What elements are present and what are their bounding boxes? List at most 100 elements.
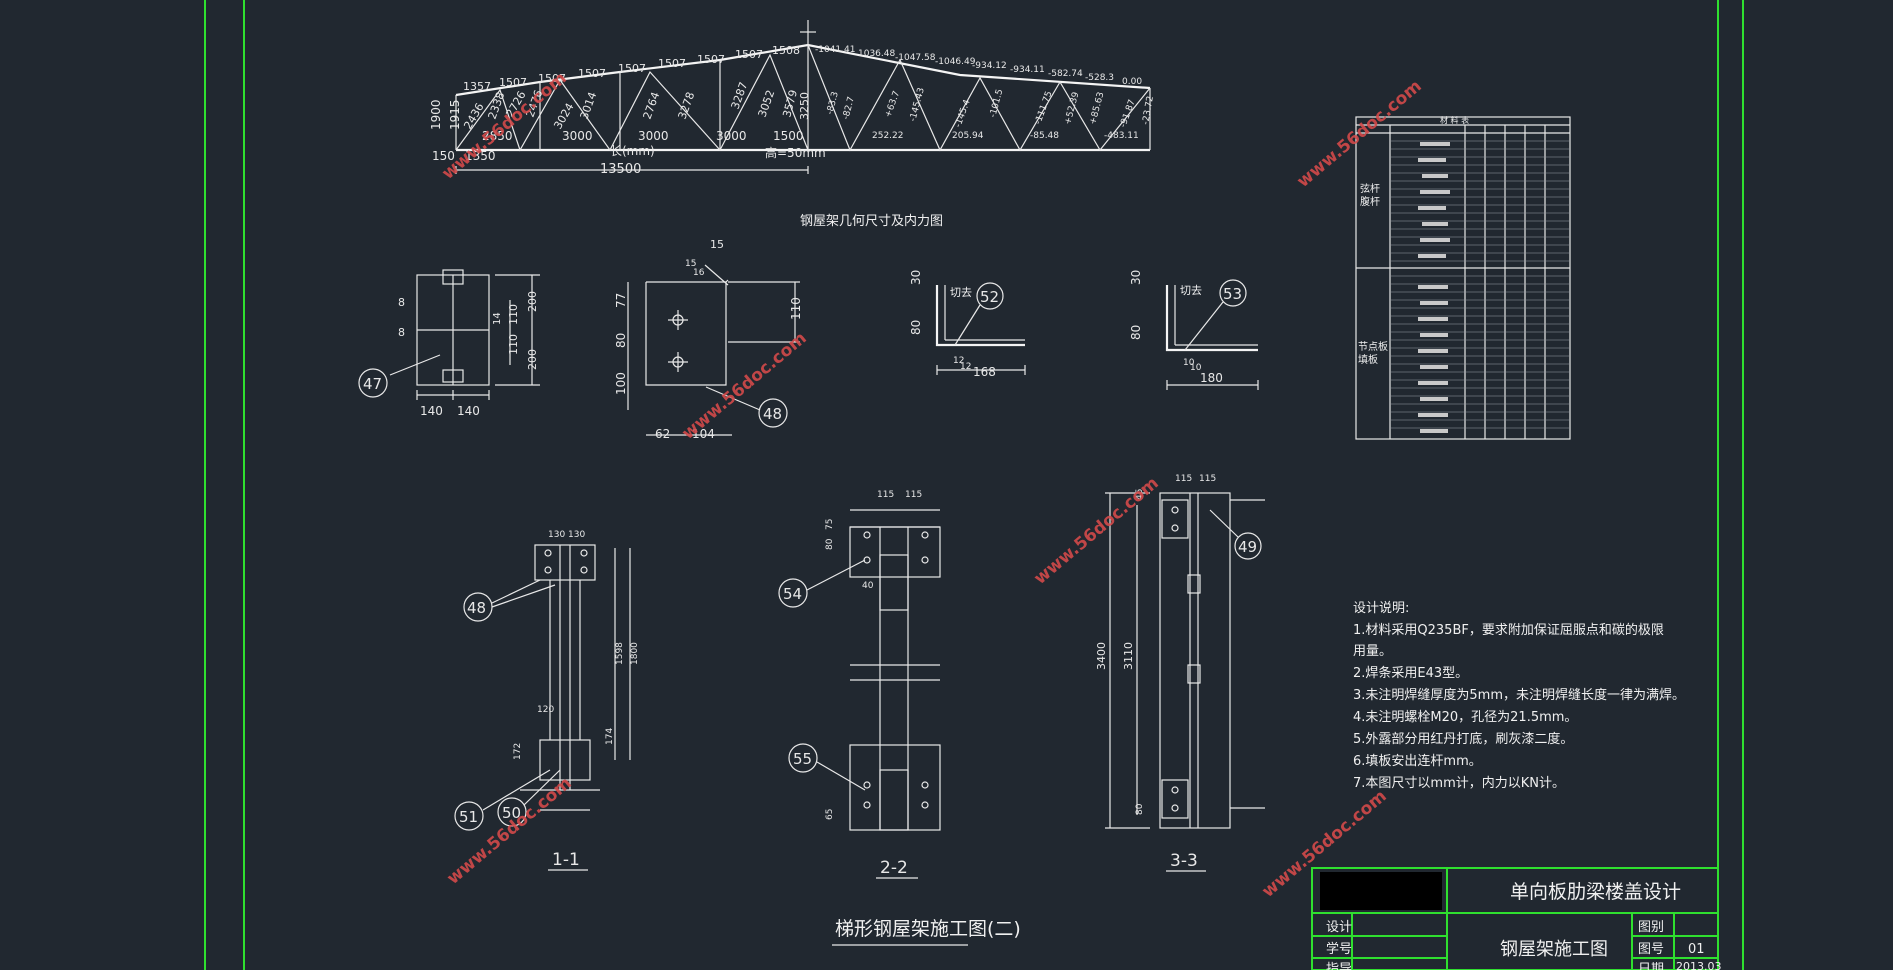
note-line: 2.焊条采用E43型。 xyxy=(1353,665,1468,681)
material-table: 材 料 表 弦杆腹杆 节点板填板 xyxy=(1355,115,1571,440)
part47-dim: 110 xyxy=(507,334,520,355)
balloon-54: 54 xyxy=(783,585,802,603)
balloon-48-section: 48 xyxy=(467,599,486,617)
truss-force-top: -1046.49 xyxy=(935,57,976,67)
truss-force-top: -934.11 xyxy=(1010,65,1045,75)
section-1-1: 48 51 50 130 130 1800 1598 120 172 174 1… xyxy=(454,530,640,871)
s11-dim: 120 xyxy=(537,705,554,715)
notes-heading: 设计说明: xyxy=(1353,601,1409,616)
balloon-55: 55 xyxy=(793,750,812,768)
truss-bottom-length: 3000 xyxy=(638,129,669,143)
note-line: 5.外露部分用红丹打底，刷灰漆二度。 xyxy=(1353,731,1573,747)
truss-top-length: 1507 xyxy=(538,72,566,85)
drawing-title: 梯形钢屋架施工图(二) xyxy=(835,918,1021,940)
part53-dim: 10 xyxy=(1183,358,1195,368)
material-table-title: 材 料 表 xyxy=(1440,115,1469,125)
part47-dim: 200 xyxy=(526,291,539,312)
part52-dim: 12 xyxy=(953,356,964,366)
truss-left-offset: 1350 xyxy=(465,149,496,163)
truss-unit-note: 长(mm) xyxy=(610,144,655,158)
truss-web-length: 3024 xyxy=(551,101,576,132)
note-line: 6.填板安出连杆mm。 xyxy=(1353,753,1482,769)
truss-web-length: 2764 xyxy=(641,90,663,121)
part47-dim: 110 xyxy=(507,304,520,325)
s11-dim: 174 xyxy=(605,728,615,745)
truss-diagram: 1357 1507 1507 1507 1507 1507 1507 1507 … xyxy=(429,20,1156,229)
s22-dim: 40 xyxy=(862,581,874,591)
truss-bottom-length: 1500 xyxy=(773,129,804,143)
truss-top-length: 1507 xyxy=(697,53,725,66)
part48-dim: 80 xyxy=(614,333,628,348)
s33-dim: 115 xyxy=(1175,474,1192,484)
part52-dim: 12 xyxy=(960,362,971,372)
part-52-detail: 52 切去 30 80 168 12 12 xyxy=(909,270,1026,379)
s22-dim: 115 xyxy=(905,490,922,500)
section-3-3: 49 115 115 3400 3110 45 80 3-3 xyxy=(1095,474,1265,872)
material-group-chord: 弦杆腹杆 xyxy=(1360,182,1380,208)
tb-label-category: 图别 xyxy=(1638,920,1664,935)
part47-dim: 140 xyxy=(420,404,443,418)
truss-bottom-length: 2850 xyxy=(482,129,513,143)
truss-left-offset: 150 xyxy=(432,149,455,163)
truss-top-length: 1357 xyxy=(463,80,491,93)
truss-force-top: -582.74 xyxy=(1048,69,1083,79)
part48-dim: 104 xyxy=(692,427,715,441)
balloon-53: 53 xyxy=(1223,285,1242,303)
truss-top-length: 1507 xyxy=(618,62,646,75)
watermark-text: www.56doc.com xyxy=(1293,76,1425,192)
truss-force-top: -934.12 xyxy=(972,61,1007,71)
truss-force-web: +52.39 xyxy=(1063,91,1081,126)
truss-force-web: +85.63 xyxy=(1088,91,1106,126)
truss-caption: 钢屋架几何尺寸及内力图 xyxy=(800,213,943,229)
tb-label-number: 图号 xyxy=(1638,942,1664,957)
truss-web-length: 2436 xyxy=(461,101,486,132)
s11-dim: 172 xyxy=(513,743,523,760)
watermark-text: www.56doc.com xyxy=(678,328,810,444)
tb-label-date: 日期 xyxy=(1638,962,1664,970)
drawing-number: 01 xyxy=(1688,942,1705,957)
sheet-name: 钢屋架施工图 xyxy=(1500,939,1608,960)
part53-note: 切去 xyxy=(1180,284,1202,297)
part47-dim: 200 xyxy=(526,349,539,370)
truss-top-length: 1507 xyxy=(499,76,527,89)
part53-dim: 80 xyxy=(1129,325,1143,340)
balloon-52: 52 xyxy=(980,288,999,306)
truss-top-length: 1508 xyxy=(772,44,800,57)
part-48-detail: 48 77 80 100 62 104 110 15 15 16 xyxy=(614,238,803,441)
s22-dim: 65 xyxy=(825,809,835,820)
part52-dim: 80 xyxy=(909,320,923,335)
truss-force-top: -1041.41 xyxy=(815,45,855,55)
truss-left-height2: 1915 xyxy=(448,99,462,130)
s11-dim: 1598 xyxy=(615,642,625,665)
part47-dim: 8 xyxy=(398,326,405,339)
truss-span: 13500 xyxy=(600,162,641,177)
note-line: 7.本图尺寸以mm计，内力以KN计。 xyxy=(1353,775,1565,791)
part48-dim: 15 xyxy=(685,259,696,269)
part-53-detail: 53 切去 30 80 180 10 10 xyxy=(1129,270,1259,390)
sheet-frame xyxy=(204,0,1744,970)
s33-dim: 3110 xyxy=(1122,642,1135,670)
section-label-3-3: 3-3 xyxy=(1170,851,1198,871)
tb-label-design: 设计 xyxy=(1326,920,1352,935)
truss-left-height: 1900 xyxy=(429,99,443,130)
title-block: 单向板肋梁楼盖设计 钢屋架施工图 设计 学号 指导 图别 图号 日期 01 20… xyxy=(1311,867,1722,970)
material-group-plate: 节点板填板 xyxy=(1358,340,1388,366)
drawing-date: 2013.03 xyxy=(1676,960,1722,970)
truss-force-web: -82.7 xyxy=(841,96,857,121)
part47-dim: 8 xyxy=(398,296,405,309)
part52-note: 切去 xyxy=(950,286,972,299)
balloon-47: 47 xyxy=(363,375,382,393)
truss-web-length: 3014 xyxy=(578,90,600,121)
truss-force-web: -91.87 xyxy=(1118,98,1137,129)
truss-top-length: 1507 xyxy=(658,57,686,70)
balloon-48: 48 xyxy=(763,405,782,423)
s33-dim: 3400 xyxy=(1095,642,1108,670)
truss-web-length: 3278 xyxy=(676,90,698,121)
truss-bottom-length: 3000 xyxy=(562,129,593,143)
truss-force-web: -145.4 xyxy=(953,98,972,129)
part53-dim: 30 xyxy=(1129,270,1143,285)
truss-force-top: 0.00 xyxy=(1122,77,1142,87)
s11-dim: 1800 xyxy=(630,642,640,665)
balloon-50: 50 xyxy=(502,804,521,822)
